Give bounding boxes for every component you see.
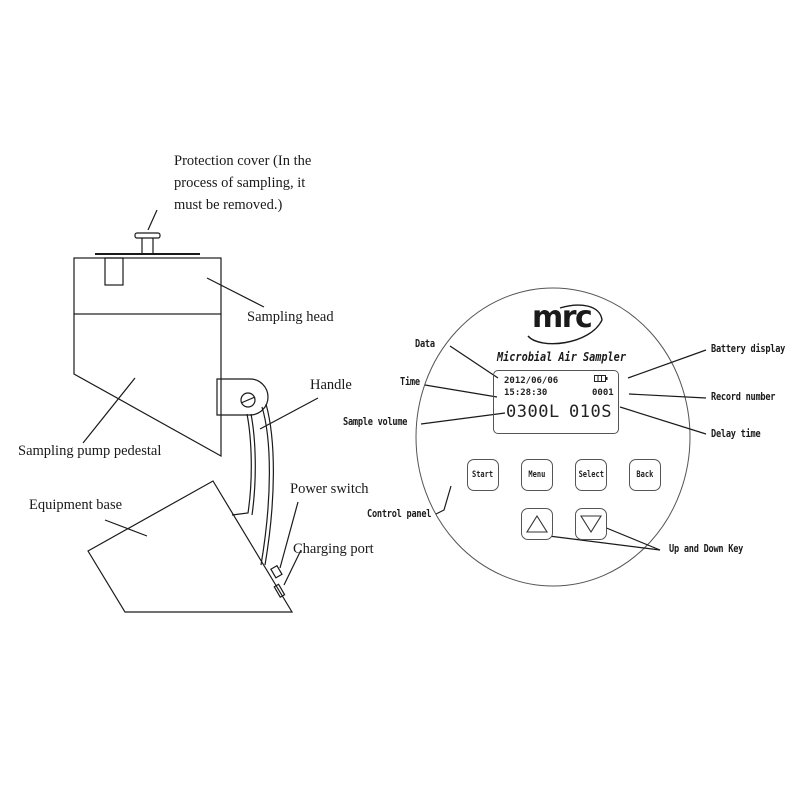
device-title: Microbial Air Sampler (497, 350, 626, 364)
sampling-pump-pedestal-label: Sampling pump pedestal (18, 443, 162, 459)
select-button-label: Select (578, 470, 604, 480)
lcd-display: 2012/06/06 15:28:30 0001 0300L 010S (493, 370, 619, 434)
menu-button[interactable]: Menu (521, 459, 553, 491)
mrc-logo: mrc (532, 300, 593, 335)
handle-label: Handle (310, 377, 352, 393)
sampling-head-shape (73, 257, 222, 315)
down-key-button[interactable] (575, 508, 607, 540)
control-panel-outline (415, 287, 691, 587)
handle-bracket (216, 378, 269, 416)
back-button[interactable]: Back (629, 459, 661, 491)
data-label: Data (415, 338, 435, 350)
select-button[interactable]: Select (575, 459, 607, 491)
start-button[interactable]: Start (467, 459, 499, 491)
display-delay-time: 010S (569, 402, 612, 422)
protection-cover-line-1: Protection cover (In the (174, 153, 312, 169)
display-time: 15:28:30 (504, 388, 548, 398)
control-panel-label: Control panel (367, 508, 432, 520)
up-key-button[interactable] (521, 508, 553, 540)
time-label: Time (400, 376, 420, 388)
back-button-label: Back (636, 470, 654, 480)
display-record-number: 0001 (592, 388, 614, 398)
power-switch-label: Power switch (290, 481, 369, 497)
battery-icon (594, 375, 608, 385)
start-button-label: Start (472, 470, 494, 480)
record-number-label: Record number (711, 391, 776, 403)
down-arrow-icon (580, 515, 602, 534)
pump-pedestal-shape (73, 314, 222, 458)
sampling-head-label: Sampling head (247, 309, 334, 325)
delay-time-label: Delay time (711, 428, 761, 440)
sample-volume-label: Sample volume (343, 416, 408, 428)
battery-display-label: Battery display (711, 343, 786, 355)
up-down-key-label: Up and Down Key (669, 543, 744, 555)
up-arrow-icon (526, 514, 548, 533)
menu-button-label: Menu (528, 470, 546, 480)
protection-cover-knob (134, 232, 161, 239)
charging-port-label: Charging port (293, 541, 374, 557)
protection-cover-line-2: process of sampling, it (174, 175, 306, 191)
equipment-base-label: Equipment base (29, 497, 123, 513)
display-date: 2012/06/06 (504, 376, 559, 386)
head-clip (104, 257, 124, 286)
equipment-base-shape (87, 480, 294, 613)
protection-cover-label: Protection cover (In the process of samp… (174, 150, 326, 216)
display-sample-volume: 0300L (506, 402, 560, 422)
protection-cover-line-3: must be removed.) (174, 197, 283, 213)
